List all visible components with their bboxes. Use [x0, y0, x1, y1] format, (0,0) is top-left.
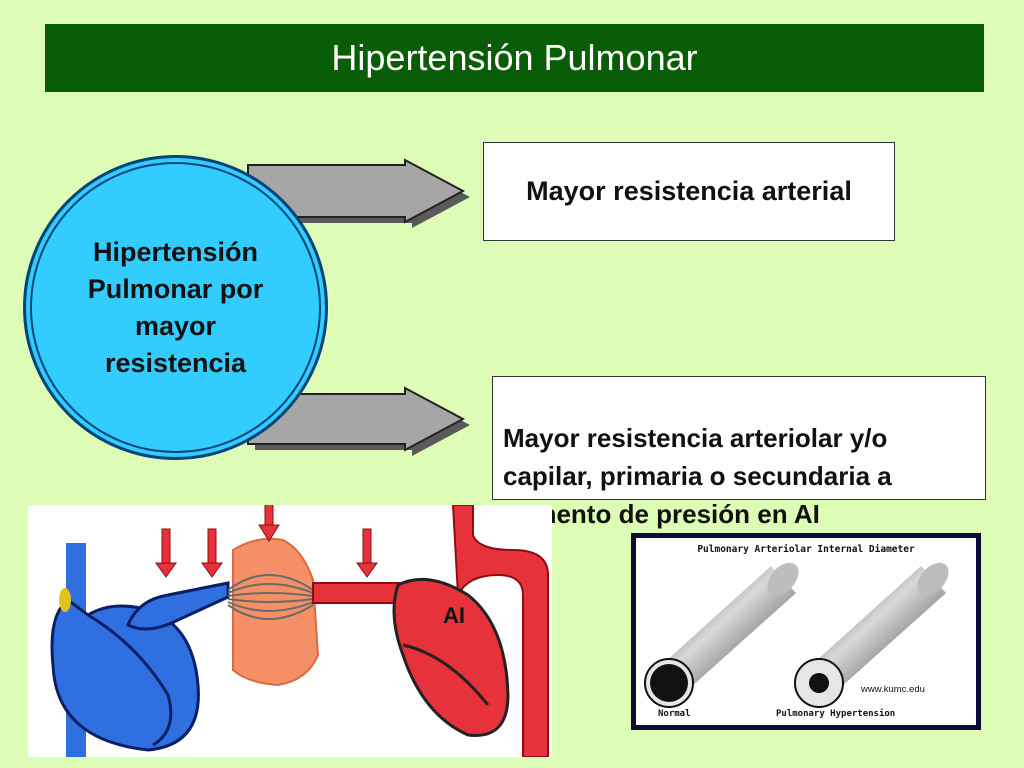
- slide-title: Hipertensión Pulmonar: [331, 37, 698, 78]
- lung: [227, 537, 320, 687]
- outcome-box-arteriolar: Mayor resistencia arteriolar y/o capilar…: [492, 376, 986, 529]
- concept-circle: Hipertensión Pulmonar por mayor resisten…: [23, 155, 328, 460]
- left-heart: [312, 504, 549, 758]
- outcome-box-arterial: Mayor resistencia arterial: [483, 142, 895, 241]
- red-arrow-4: [356, 528, 378, 578]
- outcome-text-arterial: Mayor resistencia arterial: [526, 176, 852, 206]
- arteriolar-diameter-figure: Pulmonary Arteriolar Internal Diameter w…: [631, 533, 981, 730]
- outcome-text-arteriolar: Mayor resistencia arteriolar y/o capilar…: [503, 423, 892, 529]
- credit-text: www.kumc.edu: [860, 684, 925, 695]
- red-arrow-3: [258, 494, 280, 542]
- concept-text: Hipertensión Pulmonar por mayor resisten…: [87, 236, 264, 378]
- label-pulmonary-hypertension: Pulmonary Hypertension: [776, 708, 895, 719]
- right-heart: [50, 543, 230, 757]
- arrow-bottom: [247, 386, 470, 456]
- label-normal: Normal: [658, 709, 691, 719]
- red-arrow-2: [201, 528, 223, 578]
- red-arrow-1: [155, 528, 177, 578]
- label-ai: AI: [443, 603, 465, 628]
- figure-heading: Pulmonary Arteriolar Internal Diameter: [697, 544, 915, 555]
- title-bar: Hipertensión Pulmonar: [45, 24, 984, 92]
- tubes-svg: Pulmonary Arteriolar Internal Diameter w…: [644, 544, 949, 719]
- heart-svg: AI: [50, 494, 549, 758]
- tube-normal: [644, 562, 799, 708]
- red-pressure-arrows: [155, 494, 378, 578]
- heart-circulation-illustration: AI: [28, 494, 552, 758]
- tube-pulmonary-hypertension: [794, 562, 949, 708]
